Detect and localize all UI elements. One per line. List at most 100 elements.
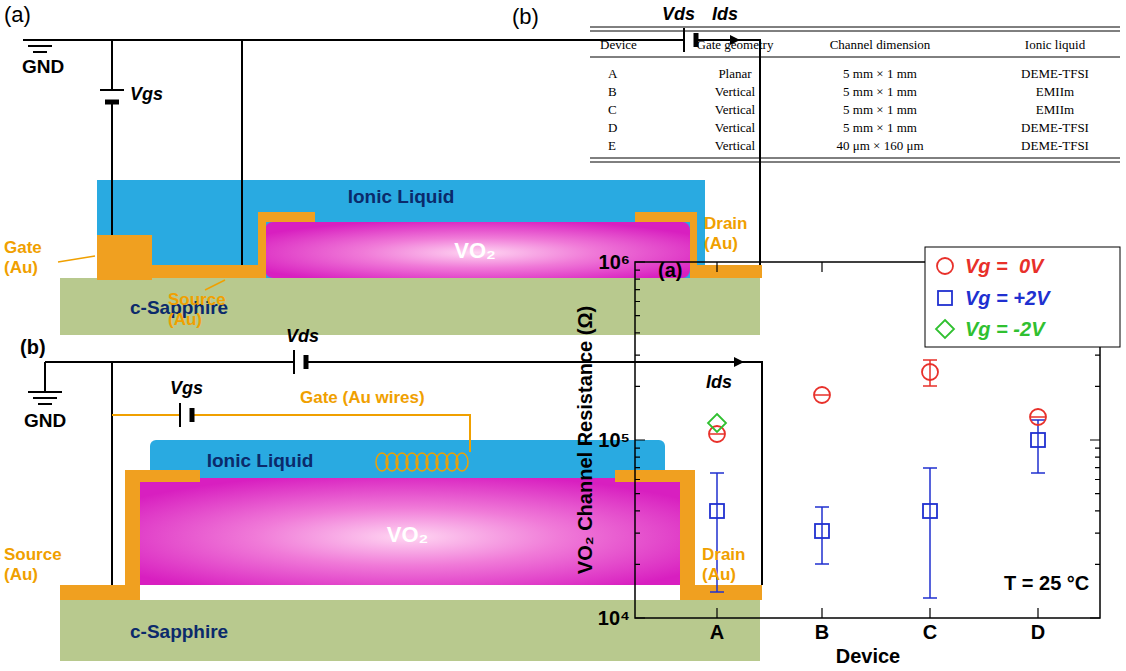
rect-shape	[60, 600, 760, 661]
layer-box: VO₂	[200, 490, 615, 580]
label-text: GND	[24, 410, 66, 432]
path-shape	[23, 40, 57, 52]
rect-shape	[125, 478, 690, 585]
layer-box: c-Sapphire	[60, 602, 760, 661]
path-shape	[45, 362, 762, 585]
circle-shape	[814, 387, 830, 403]
label-text: c-Sapphire	[130, 621, 228, 643]
label-text: DEME-TFSI	[1021, 138, 1089, 154]
label-text: Source (Au)	[4, 545, 59, 585]
rect-shape	[258, 212, 315, 222]
rect-shape	[125, 470, 140, 600]
label-text: Ids	[706, 372, 732, 393]
label-text: Device	[600, 37, 637, 53]
path-shape	[293, 350, 295, 374]
path-shape	[100, 89, 124, 91]
path-shape	[205, 280, 225, 290]
label-text: C	[608, 102, 617, 118]
label-text: 5 mm × 1 mm	[843, 102, 917, 118]
label-text: 5 mm × 1 mm	[843, 120, 917, 136]
label-text: Vertical	[715, 102, 755, 118]
data-table	[590, 27, 1120, 162]
rect-shape	[635, 212, 697, 222]
label-text: E	[608, 138, 616, 154]
label-text: C	[923, 621, 937, 644]
label-text: GND	[22, 56, 64, 78]
label-text: Drain (Au)	[702, 545, 757, 585]
rect-shape	[680, 470, 695, 600]
path-shape	[683, 28, 685, 52]
label-text: B	[815, 621, 829, 644]
path-shape	[590, 27, 1120, 162]
circle-shape	[1030, 409, 1046, 425]
label-text: VO₂ Channel Resistance (Ω)	[574, 306, 597, 574]
label-text: 5 mm × 1 mm	[843, 66, 917, 82]
label-text: Channel dimension	[830, 37, 931, 53]
polygon-shape	[936, 320, 954, 338]
layer-box: Ionic Liquid	[150, 442, 370, 480]
label-text: A	[710, 621, 724, 644]
schematic-b	[28, 350, 762, 661]
path-shape	[40, 40, 760, 265]
path-shape	[179, 403, 181, 427]
schematic-a	[23, 28, 762, 335]
label-text: Drain (Au)	[704, 214, 756, 254]
circle-shape	[922, 364, 938, 380]
coil-winding	[456, 453, 468, 471]
rect-shape	[1031, 433, 1045, 447]
rect-shape	[97, 235, 152, 280]
rect-shape	[152, 265, 265, 278]
label-text: EMIIm	[1036, 84, 1074, 100]
label-text: EMIIm	[1036, 102, 1074, 118]
label-text: Vg = +2V	[965, 287, 1050, 310]
label-text: VO₂	[387, 522, 429, 548]
label-text: B	[608, 84, 617, 100]
path-shape	[28, 392, 62, 404]
label-text: Ionic Liquid	[207, 450, 314, 472]
rect-shape	[710, 504, 724, 518]
rect-shape	[690, 265, 762, 278]
path-shape	[190, 408, 195, 422]
polygon-shape	[708, 414, 726, 432]
path-shape	[112, 415, 470, 452]
label-text: A	[608, 66, 617, 82]
rect-shape	[97, 180, 705, 278]
layer-box: c-Sapphire	[60, 280, 760, 335]
path-shape	[58, 256, 95, 262]
layer-box: VO₂	[315, 226, 635, 276]
label-text: Planar	[718, 66, 751, 82]
label-text: (b)	[512, 4, 539, 30]
label-text: Vertical	[715, 138, 755, 154]
label-text: Vertical	[715, 120, 755, 136]
label-text: Vgs	[170, 378, 203, 399]
error-bars	[710, 420, 1045, 598]
path-shape	[1031, 420, 1045, 473]
label-text: Gate (Au wires)	[300, 388, 425, 408]
label-text: Vds	[662, 4, 695, 25]
polygon-shape	[734, 357, 744, 367]
label-text: Vg = 0V	[965, 255, 1043, 278]
label-text: Ids	[712, 4, 738, 25]
circle-shape	[937, 258, 953, 274]
rect-shape	[60, 278, 760, 335]
label-text: 40 μm × 160 μm	[837, 138, 924, 154]
label-text: 5 mm × 1 mm	[843, 84, 917, 100]
rect-shape	[938, 291, 952, 305]
label-text: Vds	[286, 326, 319, 347]
path-shape	[923, 468, 937, 598]
rect-shape	[265, 222, 690, 278]
label-text: Vertical	[715, 84, 755, 100]
label-text: 10⁴	[598, 607, 630, 630]
label-text: Gate (Au)	[4, 238, 56, 278]
label-text: Device	[836, 645, 901, 668]
g-shape	[376, 453, 468, 471]
path-shape	[712, 361, 736, 363]
path-shape	[815, 507, 829, 564]
label-text: D	[1031, 621, 1045, 644]
label-text: 10⁵	[598, 429, 630, 452]
label-text: Ionic liquid	[1025, 37, 1085, 53]
label-text: DEME-TFSI	[1021, 120, 1089, 136]
path-shape	[710, 395, 1045, 434]
label-text: (b)	[20, 336, 46, 359]
